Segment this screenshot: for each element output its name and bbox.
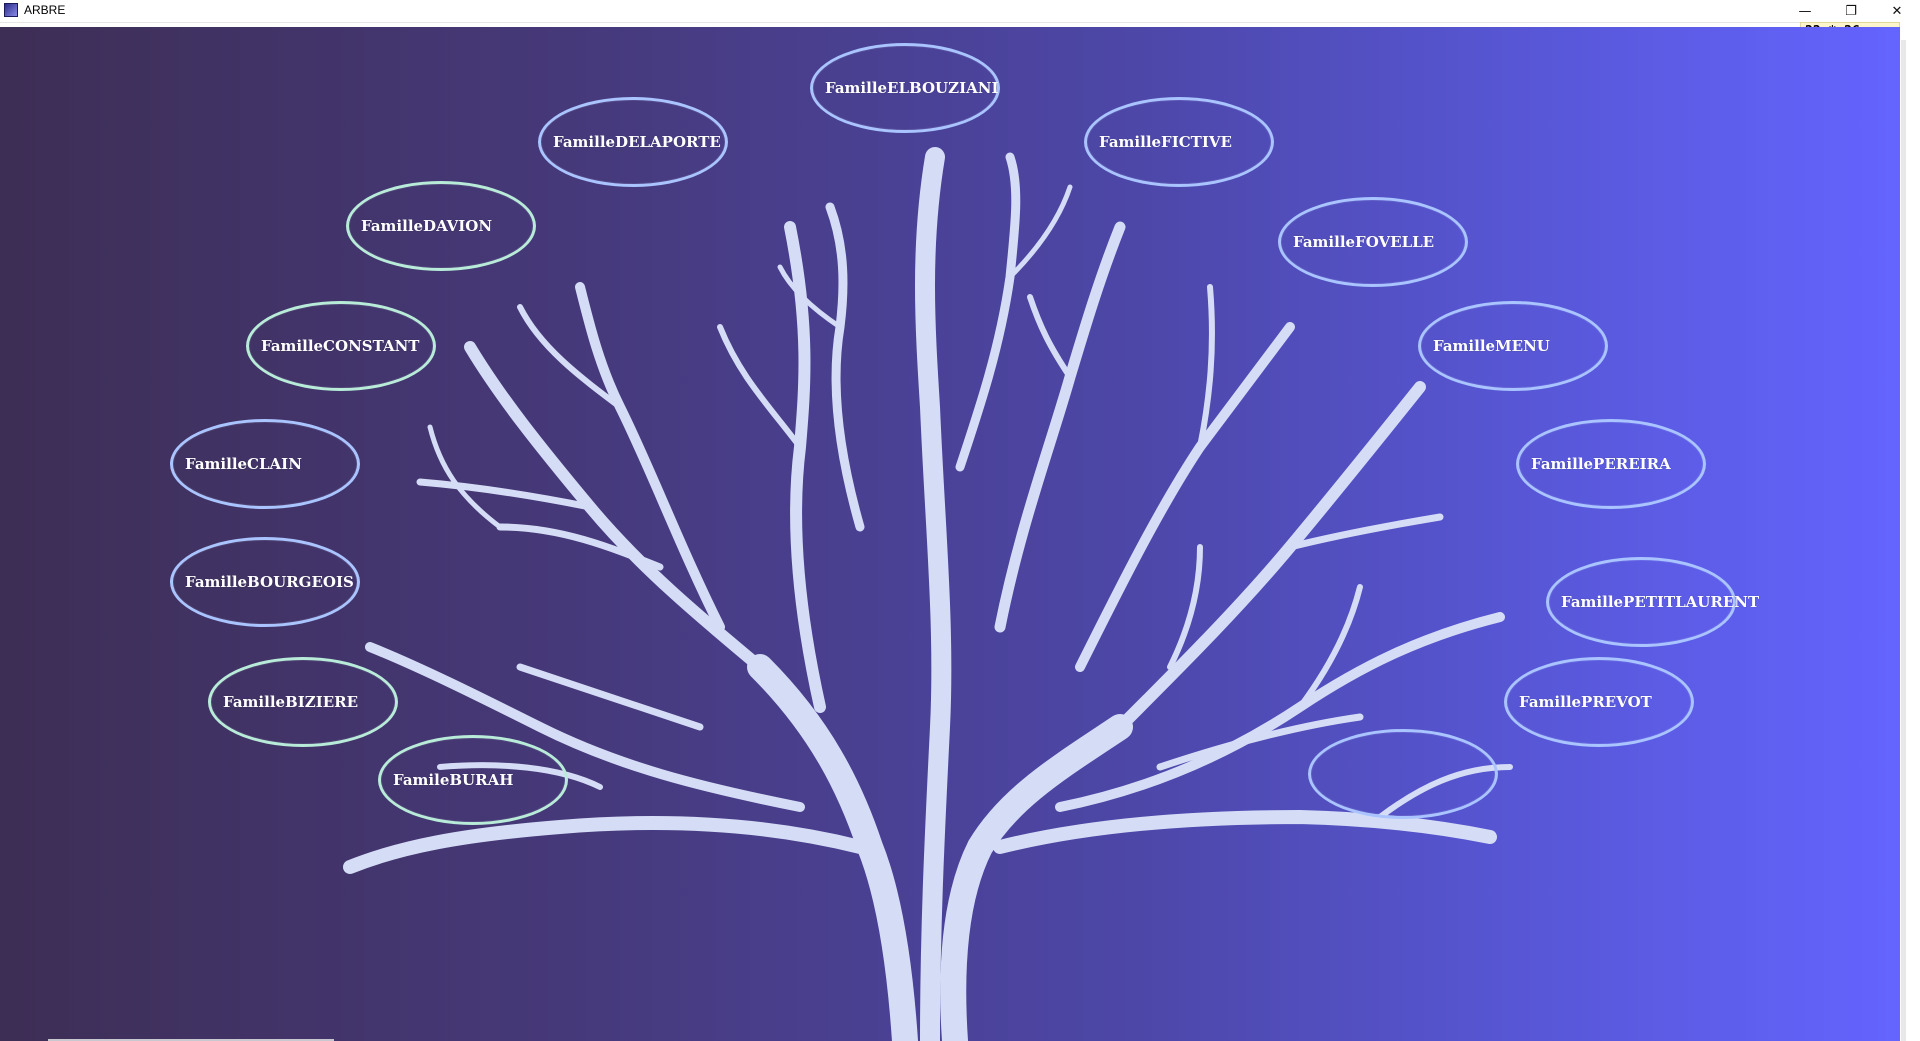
family-label: FamilleFOVELLE (1293, 233, 1435, 251)
family-node-fovelle[interactable]: FamilleFOVELLE (1278, 197, 1468, 287)
family-node-bourgeois[interactable]: FamilleBOURGEOIS (170, 537, 360, 627)
family-node-empty[interactable] (1308, 729, 1498, 819)
family-label: FamilleBOURGEOIS (185, 573, 354, 591)
family-label: FamilleELBOUZIANI (825, 79, 999, 97)
close-button[interactable]: ✕ (1891, 3, 1903, 19)
minimize-button[interactable]: — (1798, 3, 1812, 19)
family-node-petitlaurent[interactable]: FamillePETITLAURENT (1546, 557, 1759, 647)
family-node-prevot[interactable]: FamillePREVOT (1504, 657, 1694, 747)
family-tree-canvas: FamilleELBOUZIANI FamilleDELAPORTE Famil… (0, 27, 1900, 1041)
family-label: FamillePREVOT (1519, 693, 1652, 711)
family-node-delaporte[interactable]: FamilleDELAPORTE (538, 97, 728, 187)
family-label: FamillePEREIRA (1531, 455, 1671, 473)
family-label: FamilleDELAPORTE (553, 133, 721, 151)
family-label: FamilleMENU (1433, 337, 1550, 355)
family-label: FamileBURAH (393, 771, 514, 789)
restore-button[interactable]: ❐ (1845, 3, 1857, 19)
family-node-constant[interactable]: FamilleCONSTANT (246, 301, 436, 391)
family-node-fictive[interactable]: FamilleFICTIVE (1084, 97, 1274, 187)
family-node-clain[interactable]: FamilleCLAIN (170, 419, 360, 509)
family-label: FamillePETITLAURENT (1561, 593, 1760, 611)
horizontal-scrollbar[interactable] (48, 1039, 334, 1041)
window-title: ARBRE (24, 3, 66, 17)
family-label: FamilleCLAIN (185, 455, 302, 473)
family-node-burah[interactable]: FamileBURAH (378, 735, 568, 825)
family-node-elbouziani[interactable]: FamilleELBOUZIANI (810, 43, 1000, 133)
family-label: FamilleFICTIVE (1099, 133, 1232, 151)
family-node-menu[interactable]: FamilleMENU (1418, 301, 1608, 391)
family-node-pereira[interactable]: FamillePEREIRA (1516, 419, 1706, 509)
family-label: FamilleCONSTANT (261, 337, 420, 355)
family-node-davion[interactable]: FamilleDAVION (346, 181, 536, 271)
vertical-scrollbar[interactable] (1901, 40, 1906, 1041)
title-bar: ARBRE — ❐ ✕ (0, 0, 1920, 23)
family-label: FamilleBIZIERE (223, 693, 359, 711)
family-node-biziere[interactable]: FamilleBIZIERE (208, 657, 398, 747)
app-icon (4, 3, 18, 17)
tree-illustration (343, 147, 1513, 1041)
family-label: FamilleDAVION (361, 217, 493, 235)
